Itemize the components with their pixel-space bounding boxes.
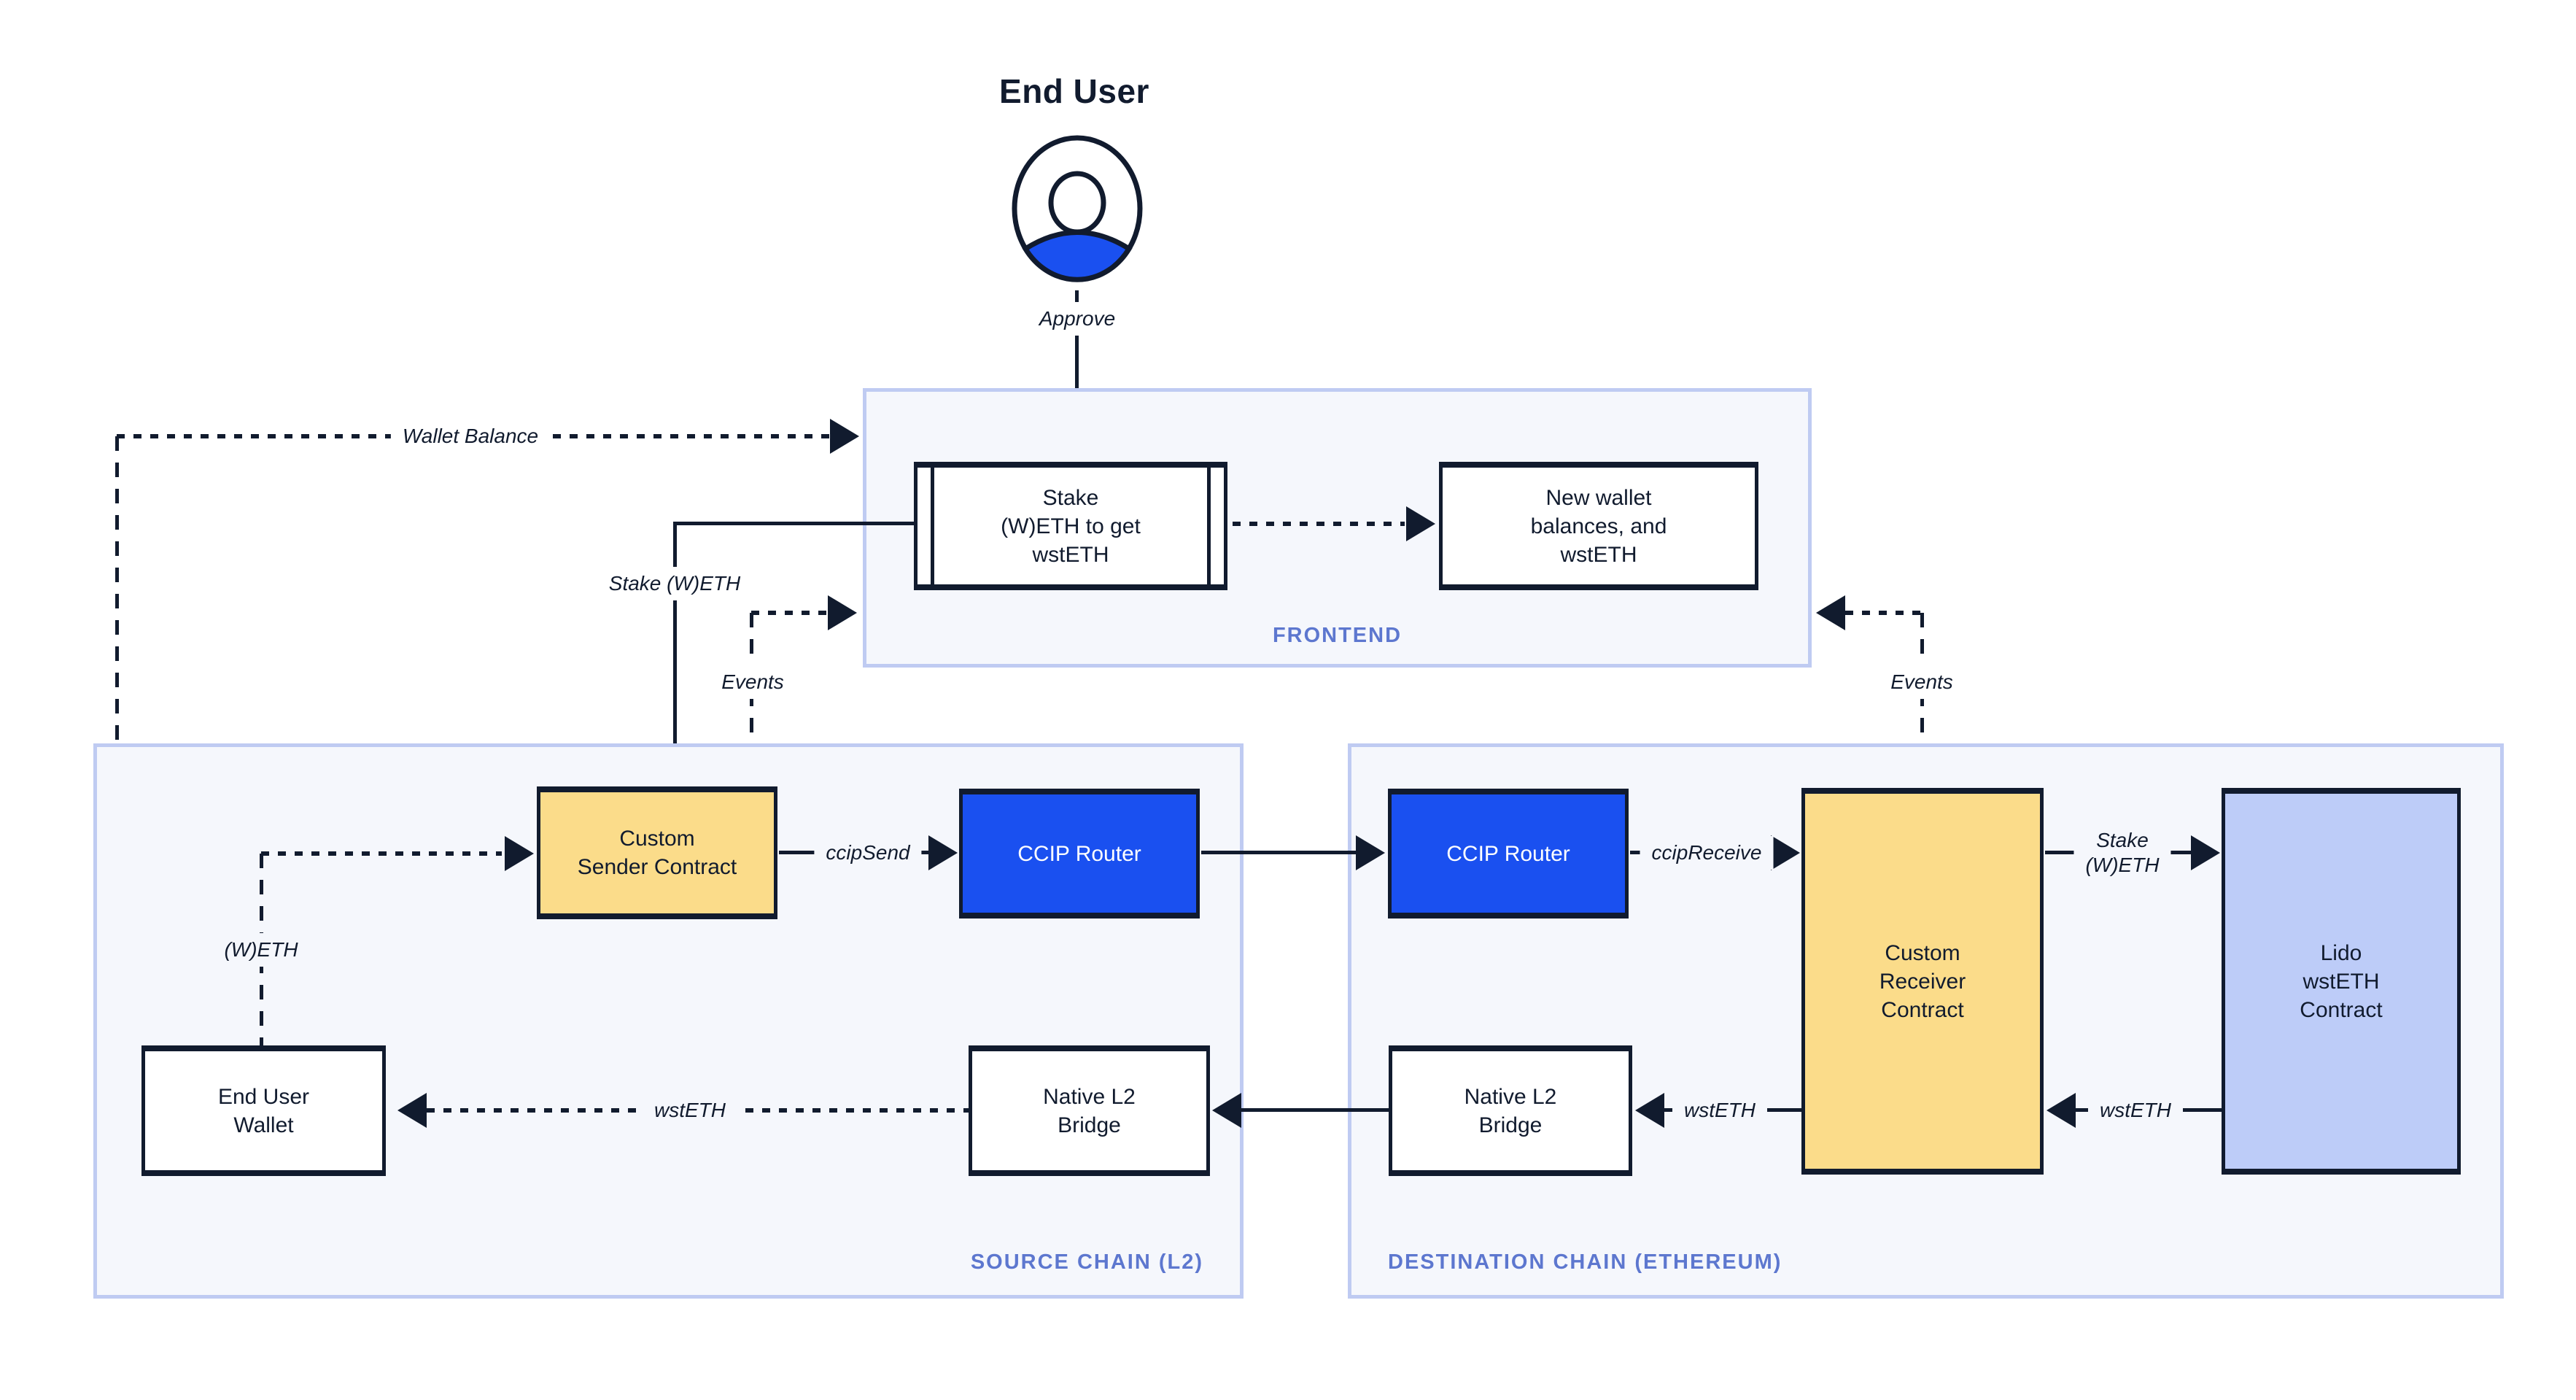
approve-label: Approve [1027, 302, 1128, 336]
arrowhead-left-icon [2047, 1093, 2076, 1128]
native-l2-bridge-source-node: Native L2 Bridge [969, 1045, 1210, 1176]
ccip-router-source-node: CCIP Router [959, 789, 1200, 918]
events-left-label: Events [710, 665, 796, 699]
stake-weth-line-h [673, 522, 915, 525]
arrowhead-left-icon [1816, 595, 1845, 630]
wsteth-to-receiver-label: wstETH [2088, 1094, 2183, 1127]
arrowhead-right-icon [830, 419, 859, 454]
native-l2-bridge-destination-node: Native L2 Bridge [1389, 1045, 1632, 1176]
ccipreceive-label: ccipReceive [1640, 836, 1774, 870]
custom-sender-contract-node: Custom Sender Contract [537, 786, 777, 919]
ccip-router-source-label: CCIP Router [1017, 841, 1141, 866]
custom-receiver-contract-label: Custom Receiver Contract [1879, 940, 1966, 1022]
arrowhead-left-icon [397, 1093, 427, 1128]
events-right-label: Events [1879, 665, 1965, 699]
stake-weth-label: Stake (W)ETH [597, 567, 753, 600]
native-l2-bridge-source-label: Native L2 Bridge [1043, 1084, 1136, 1137]
end-user-person-icon [1012, 135, 1143, 282]
stake-ui-node: Stake (W)ETH to get wstETH [914, 462, 1227, 590]
arrowhead-right-icon [1356, 835, 1385, 870]
end-user-wallet-node: End User Wallet [141, 1045, 386, 1176]
wallet-balance-label: Wallet Balance [390, 419, 551, 453]
custom-sender-contract-label: Custom Sender Contract [577, 827, 737, 879]
subroutine-bar-left [931, 468, 934, 584]
new-wallet-balances-label: New wallet balances, and wstETH [1530, 485, 1667, 567]
events-left-line-h [751, 611, 828, 615]
bridge-to-bridge-line [1240, 1108, 1389, 1112]
ccip-router-destination-node: CCIP Router [1388, 789, 1629, 918]
arrowhead-left-icon [1635, 1093, 1664, 1128]
arrowhead-right-icon [2191, 835, 2220, 870]
arrowhead-right-icon [828, 595, 857, 630]
end-user-wallet-label: End User Wallet [217, 1084, 310, 1137]
events-right-line-h [1845, 611, 1922, 615]
events-left-line-v [750, 613, 753, 786]
weth-label: (W)ETH [212, 933, 310, 967]
events-right-line-v [1920, 613, 1924, 788]
ccip-router-destination-label: CCIP Router [1446, 841, 1570, 866]
approve-line [1075, 290, 1079, 436]
destination-chain-label: DESTINATION CHAIN (ETHEREUM) [1388, 1250, 1782, 1274]
custom-receiver-contract-node: Custom Receiver Contract [1801, 788, 2044, 1175]
arrowhead-right-icon [1771, 835, 1800, 870]
source-chain-label: SOURCE CHAIN (L2) [970, 1250, 1203, 1274]
arrowhead-right-icon [505, 836, 534, 871]
arrowhead-right-icon [1406, 506, 1435, 541]
stake-ui-label: Stake (W)ETH to get wstETH [1001, 485, 1141, 567]
native-l2-bridge-destination-label: Native L2 Bridge [1464, 1084, 1557, 1137]
new-wallet-balances-node: New wallet balances, and wstETH [1439, 462, 1758, 590]
end-user-title: End User [999, 72, 1149, 110]
stake-to-newwallet-line [1233, 522, 1405, 526]
lido-wsteth-contract-node: Lido wstETH Contract [2222, 788, 2461, 1175]
stake-weth-line-v [673, 522, 677, 759]
frontend-label: FRONTEND [1272, 624, 1403, 647]
stake-weth-destination-label: Stake (W)ETH [2073, 824, 2171, 882]
wsteth-to-bridge-label: wstETH [1672, 1094, 1767, 1127]
ccipsend-label: ccipSend [814, 836, 922, 870]
ccip-to-ccip-line [1201, 851, 1356, 854]
wsteth-to-wallet-label: wstETH [643, 1094, 737, 1127]
weth-line-h [261, 851, 502, 856]
lido-wsteth-contract-label: Lido wstETH Contract [2300, 940, 2383, 1022]
subroutine-bar-right [1207, 468, 1211, 584]
arrowhead-left-icon [1212, 1093, 1241, 1128]
arrowhead-right-icon [928, 835, 958, 870]
